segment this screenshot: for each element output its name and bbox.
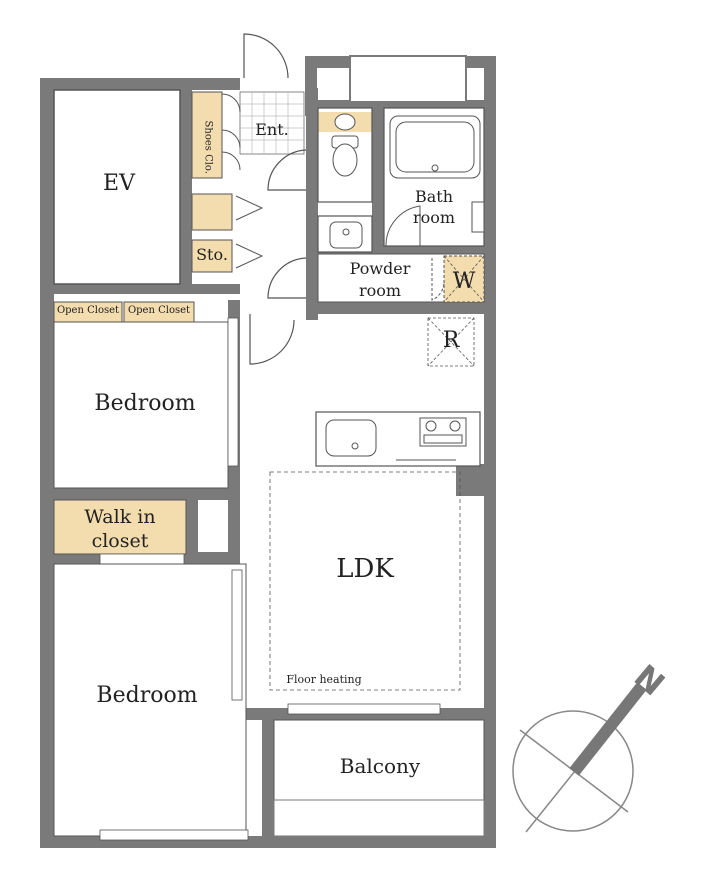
storage-doors — [235, 195, 264, 269]
bathtub — [383, 107, 485, 247]
powder-label-1: Powder — [349, 259, 411, 278]
refrigerator-space — [427, 317, 475, 367]
entrance-label: Ent. — [255, 120, 289, 139]
hall-door-2 — [267, 257, 307, 299]
kitchen-counter — [315, 411, 481, 467]
bedroom-2-label: Bedroom — [96, 683, 198, 708]
ev-label: EV — [103, 171, 135, 196]
bedroom-2-sliding-doors — [231, 569, 243, 701]
ev-room — [53, 89, 181, 285]
bedroom-1-label: Bedroom — [94, 391, 196, 416]
balcony — [273, 719, 485, 837]
shoes-closet — [191, 91, 223, 179]
floor-heating-label: Floor heating — [286, 673, 362, 686]
balcony-railing-top — [349, 55, 467, 103]
powder-label-2: room — [358, 281, 402, 300]
north-compass-icon — [512, 682, 647, 833]
walkin-label-2: closet — [91, 530, 149, 552]
washer-cross — [443, 255, 485, 303]
balcony-outer — [273, 799, 485, 837]
powder-door — [431, 258, 445, 301]
walkin-label-1: Walk in — [84, 506, 156, 528]
entrance-floor — [239, 91, 305, 155]
bath-label-1: Bath — [414, 187, 454, 206]
toilet — [317, 107, 373, 203]
ldk-label: LDK — [336, 554, 394, 584]
refrigerator-label: R — [442, 328, 460, 353]
ldk-door — [249, 314, 295, 365]
entrance-door — [243, 33, 289, 79]
bedroom-2-window — [99, 829, 249, 841]
floor-heating-area — [269, 471, 461, 691]
shoes-closet-label: Shoes Clo. — [202, 120, 214, 174]
ldk-window — [287, 703, 441, 715]
bedroom-1-sliding-doors — [227, 317, 239, 467]
walkin-door — [99, 553, 185, 565]
open-closet-1-label: Open Closet — [56, 305, 120, 316]
walkin-closet — [53, 499, 187, 555]
hall-door-1 — [267, 149, 307, 191]
storage-upper — [191, 193, 233, 231]
bath-label-2: room — [412, 208, 456, 227]
bedroom-1 — [53, 321, 229, 489]
bedroom-2 — [53, 563, 247, 837]
washer-label: W — [452, 269, 476, 294]
storage-label: Sto. — [196, 245, 228, 264]
shoes-closet-doors — [221, 93, 241, 171]
washbasin — [317, 215, 373, 253]
storage — [191, 239, 233, 273]
open-closet-2-label: Open Closet — [127, 305, 191, 316]
balcony-label: Balcony — [339, 754, 421, 778]
